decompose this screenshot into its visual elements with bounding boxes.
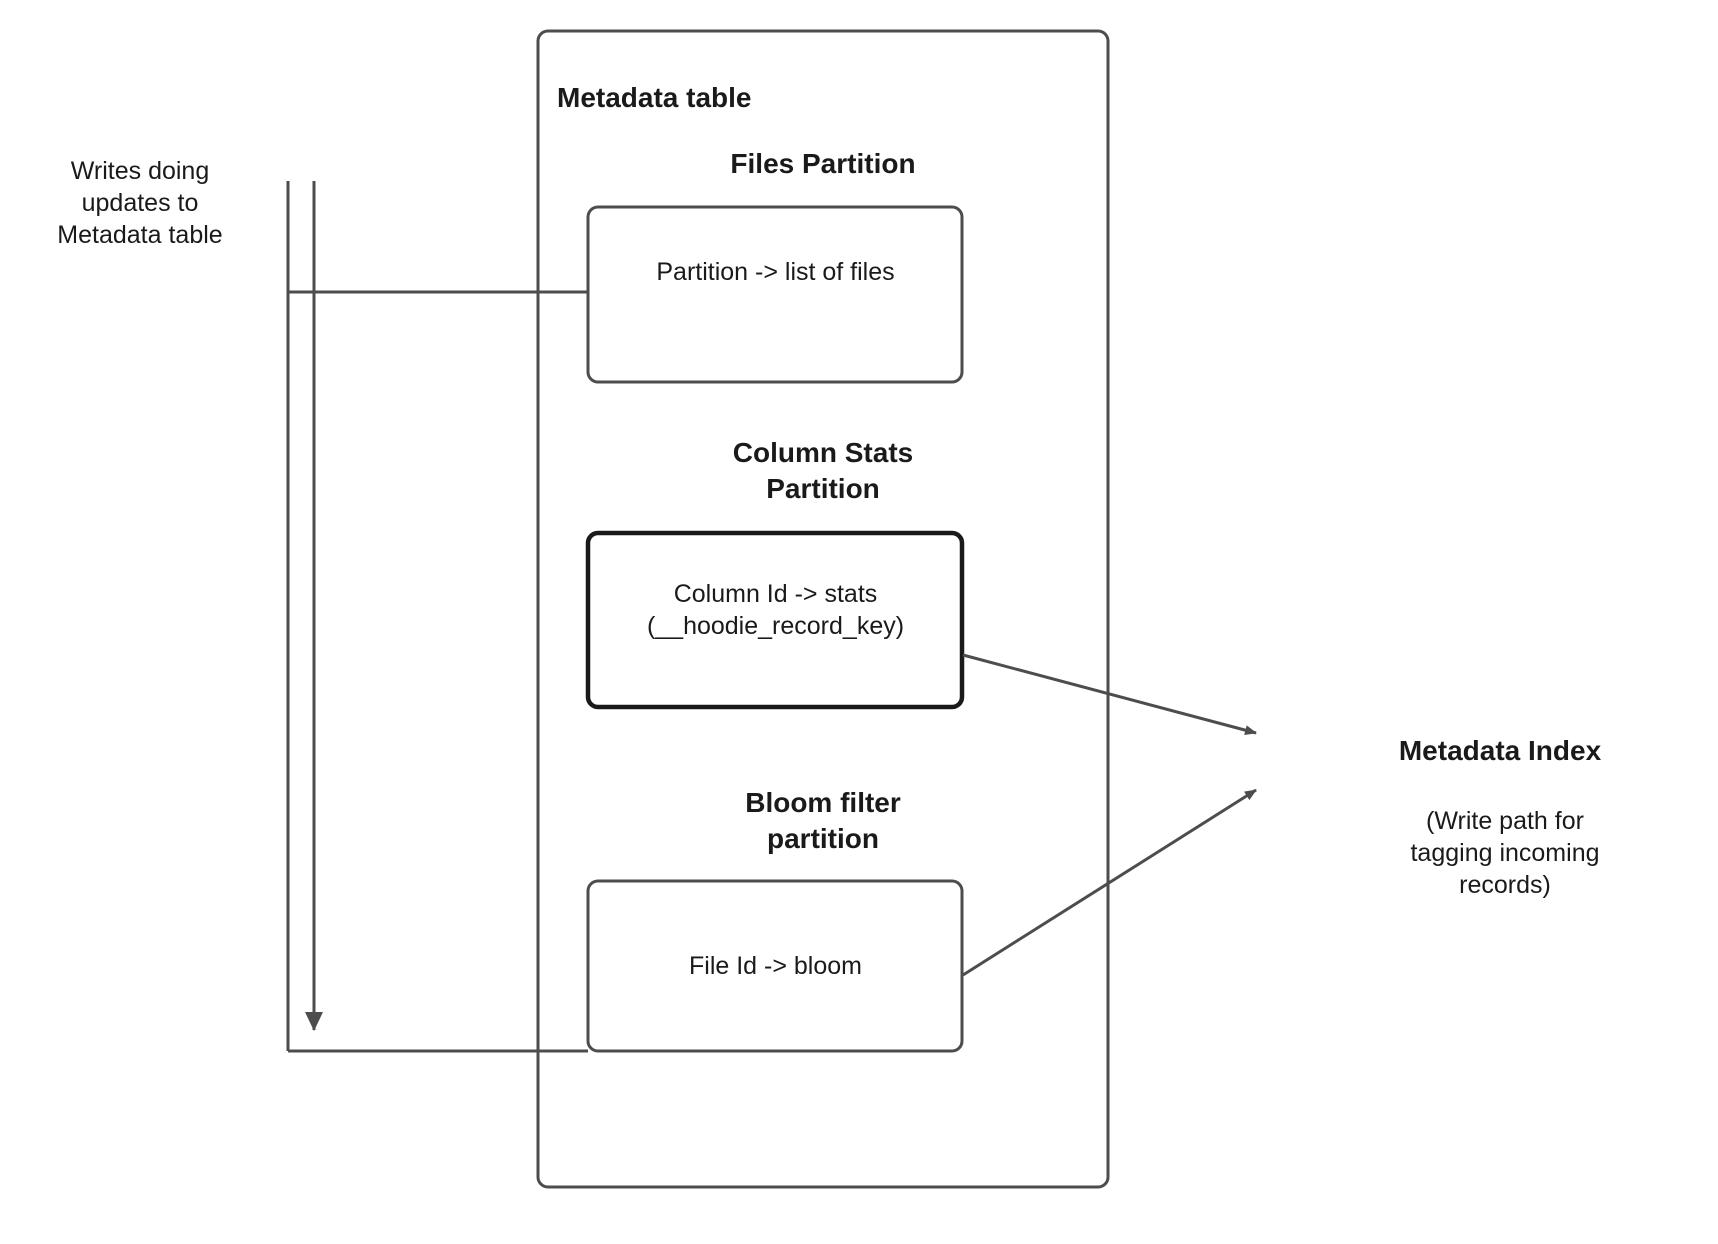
arrow-bloom-to-index bbox=[962, 788, 1257, 977]
column-stats-partition-box bbox=[585, 530, 965, 710]
files-partition-heading: Files Partition bbox=[730, 148, 916, 179]
writes-annotation-label: Writes doing updates to Metadata table bbox=[57, 157, 223, 249]
column-stats-partition-heading: Column Stats Partition bbox=[732, 437, 914, 504]
metadata-index-caption: (Write path for tagging incoming records… bbox=[1410, 807, 1600, 899]
files-partition-box bbox=[586, 205, 964, 384]
files-partition-box-label: Partition -> list of files bbox=[656, 258, 895, 286]
metadata-table-title: Metadata table bbox=[557, 82, 752, 113]
arrow-column-stats-to-index bbox=[962, 653, 1257, 736]
bloom-filter-partition-heading: Bloom filter partition bbox=[745, 787, 901, 854]
bloom-filter-partition-box-label: File Id -> bloom bbox=[689, 952, 862, 980]
metadata-table-container bbox=[536, 29, 1110, 1189]
column-stats-partition-box-label: Column Id -> stats (__hoodie_record_key) bbox=[646, 580, 905, 640]
metadata-index-title: Metadata Index bbox=[1398, 735, 1602, 766]
bloom-filter-partition-box bbox=[586, 879, 964, 1053]
